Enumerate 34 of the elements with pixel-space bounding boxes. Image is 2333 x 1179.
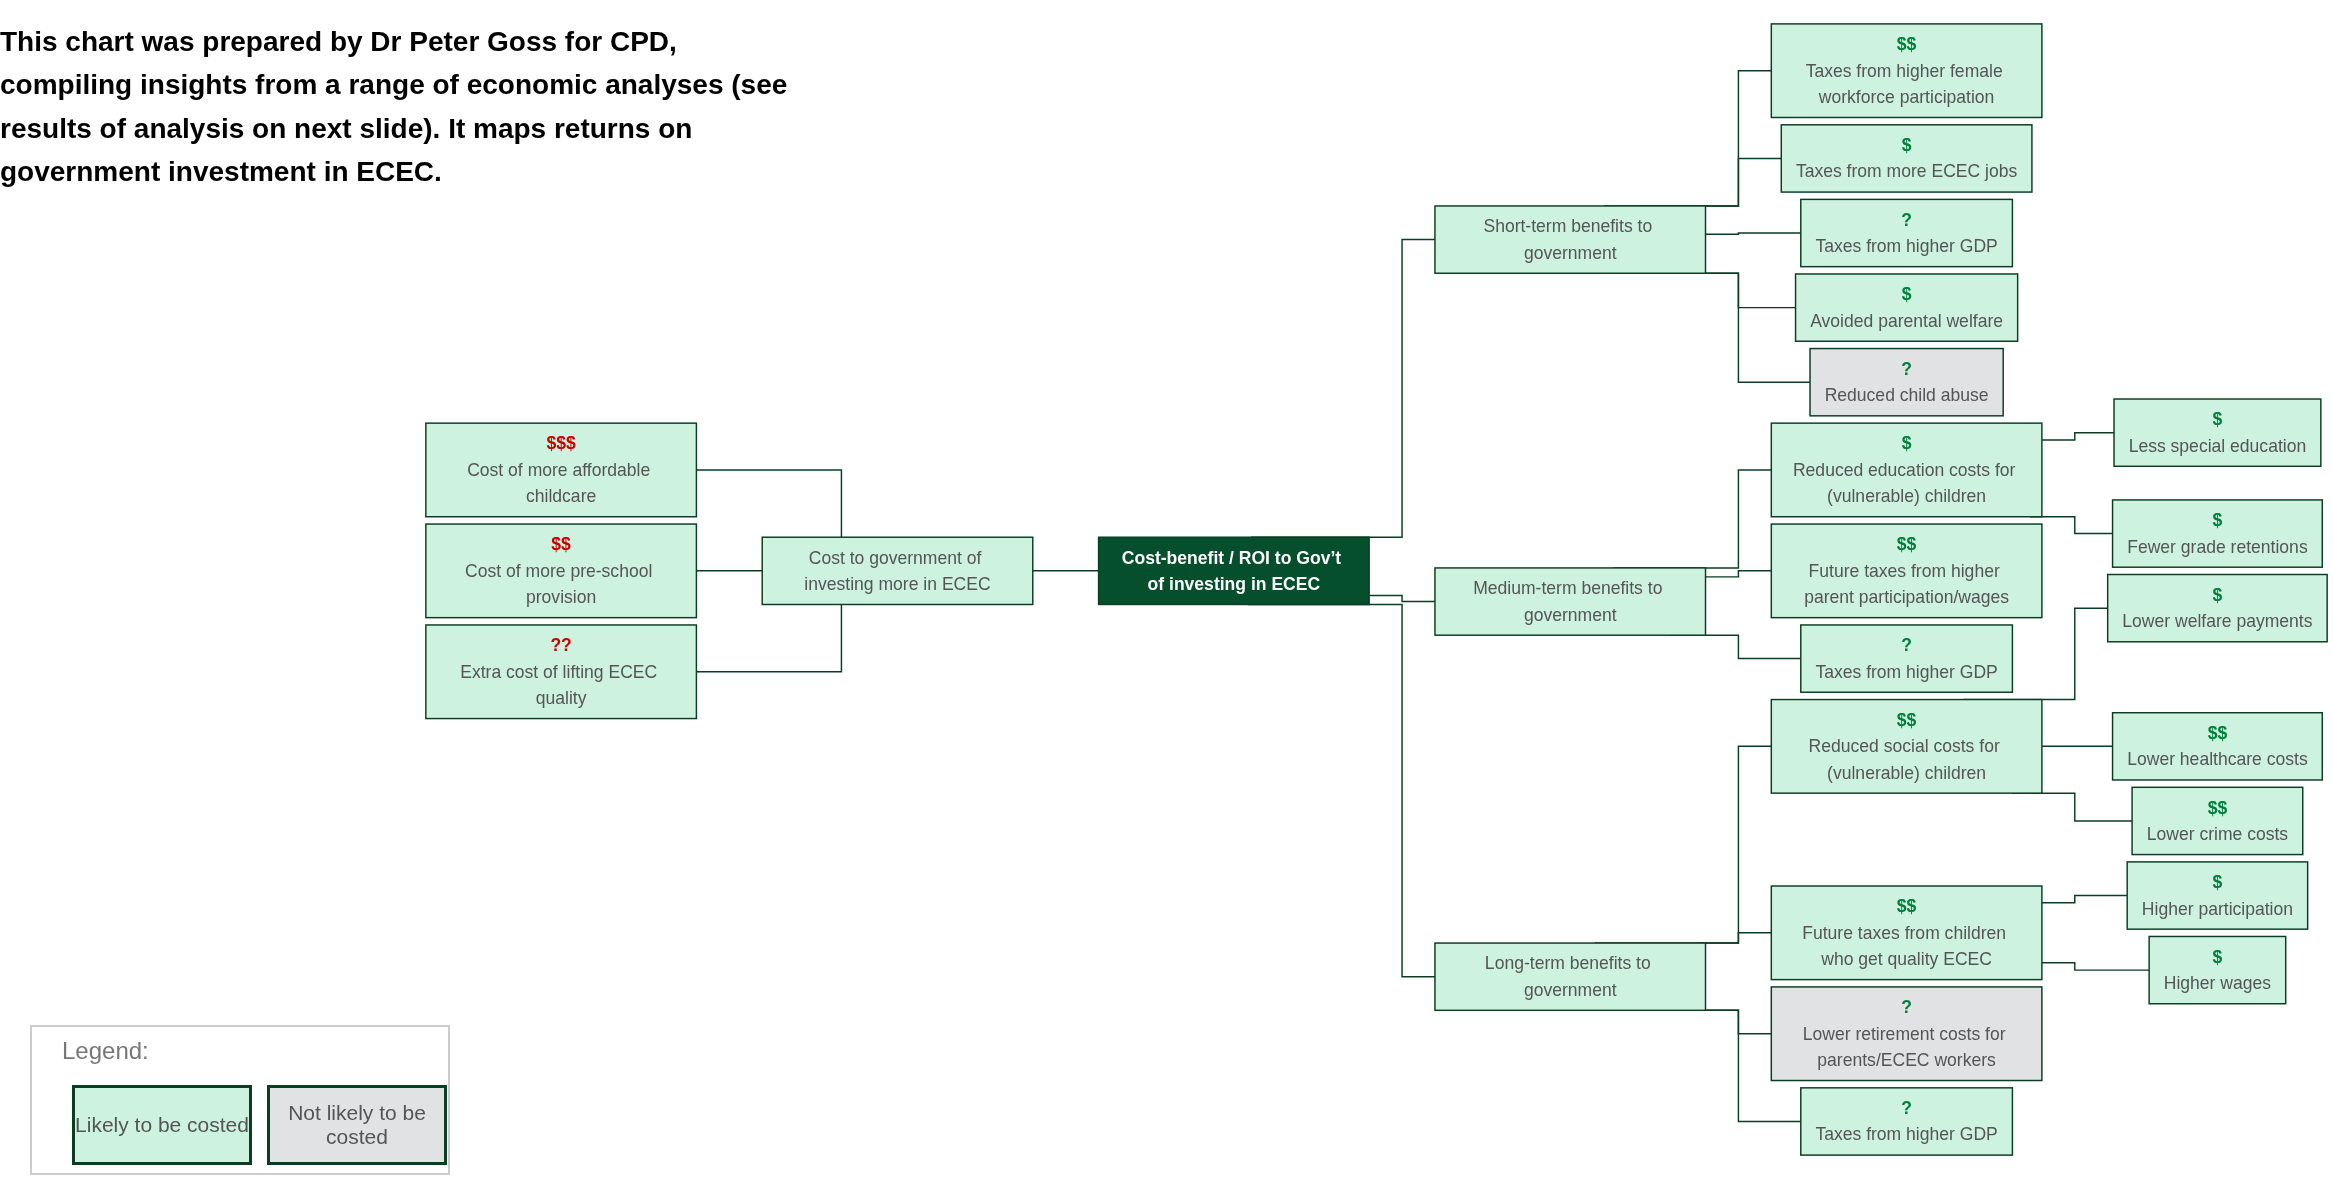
node-box: $$ Cost of more pre-school provision <box>425 523 698 619</box>
connector <box>2041 962 2150 971</box>
node-box: ? Reduced child abuse <box>1809 347 2004 417</box>
node-box: $ Higher wages <box>2148 935 2287 1005</box>
node-box: $$ Taxes from higher female workforce participation <box>1770 23 2043 119</box>
node-box: $$ Future taxes from children who get quality ECEC <box>1770 885 2043 981</box>
node-box: $ Fewer grade retentions <box>2111 499 2323 568</box>
node-box: ? Taxes from higher GDP <box>1800 624 2014 693</box>
node-box: Medium-term benefits to government <box>1434 567 1707 636</box>
node-box: $$$ Cost of more affordable childcare <box>425 422 698 518</box>
node-box: ? Lower retirement costs for parents/ECEC workers <box>1770 986 2043 1082</box>
node-box: $$ Lower crime costs <box>2131 786 2304 856</box>
legend-swatch: Likely to be costed <box>72 1085 252 1165</box>
node-box: ?? Extra cost of lifting ECEC quality <box>425 624 698 720</box>
node-box: ? Taxes from higher GDP <box>1800 198 2014 268</box>
note-text: This chart was prepared by Dr Peter Goss for CPD, compiling insights from a range of economic analyses (see results of analysis on next slide). It maps returns on government investment in ECEC. <box>0 25 789 190</box>
connector <box>2041 894 2128 904</box>
node-box: $$ Future taxes from higher parent participation/wages <box>1770 523 2043 619</box>
node-box: $ Taxes from more ECEC jobs <box>1780 124 2033 193</box>
legend-heading: Legend: <box>62 1037 149 1065</box>
node-box: $ Higher participation <box>2126 861 2309 930</box>
node-box: Short-term benefits to government <box>1434 205 1707 274</box>
node-box: $$ Lower healthcare costs <box>2111 712 2323 781</box>
node-box: Long-term benefits to government <box>1434 942 1707 1012</box>
legend-swatch: Not likely to be costed <box>267 1085 447 1165</box>
node-box: $ Lower welfare payments <box>2106 573 2328 643</box>
node-box: $ Less special education <box>2113 398 2322 468</box>
connector <box>2041 431 2115 441</box>
node-box: $ Reduced education costs for (vulnerable) children <box>1770 422 2043 518</box>
node-box: Cost-benefit / ROI to Gov’t of investing in ECEC <box>1097 536 1370 606</box>
node-box: $$ Reduced social costs for (vulnerable) children <box>1770 698 2043 794</box>
node-box: Cost to government of investing more in ECEC <box>761 536 1034 606</box>
node-box: ? Taxes from higher GDP <box>1800 1087 2014 1156</box>
node-box: $ Avoided parental welfare <box>1794 273 2019 342</box>
